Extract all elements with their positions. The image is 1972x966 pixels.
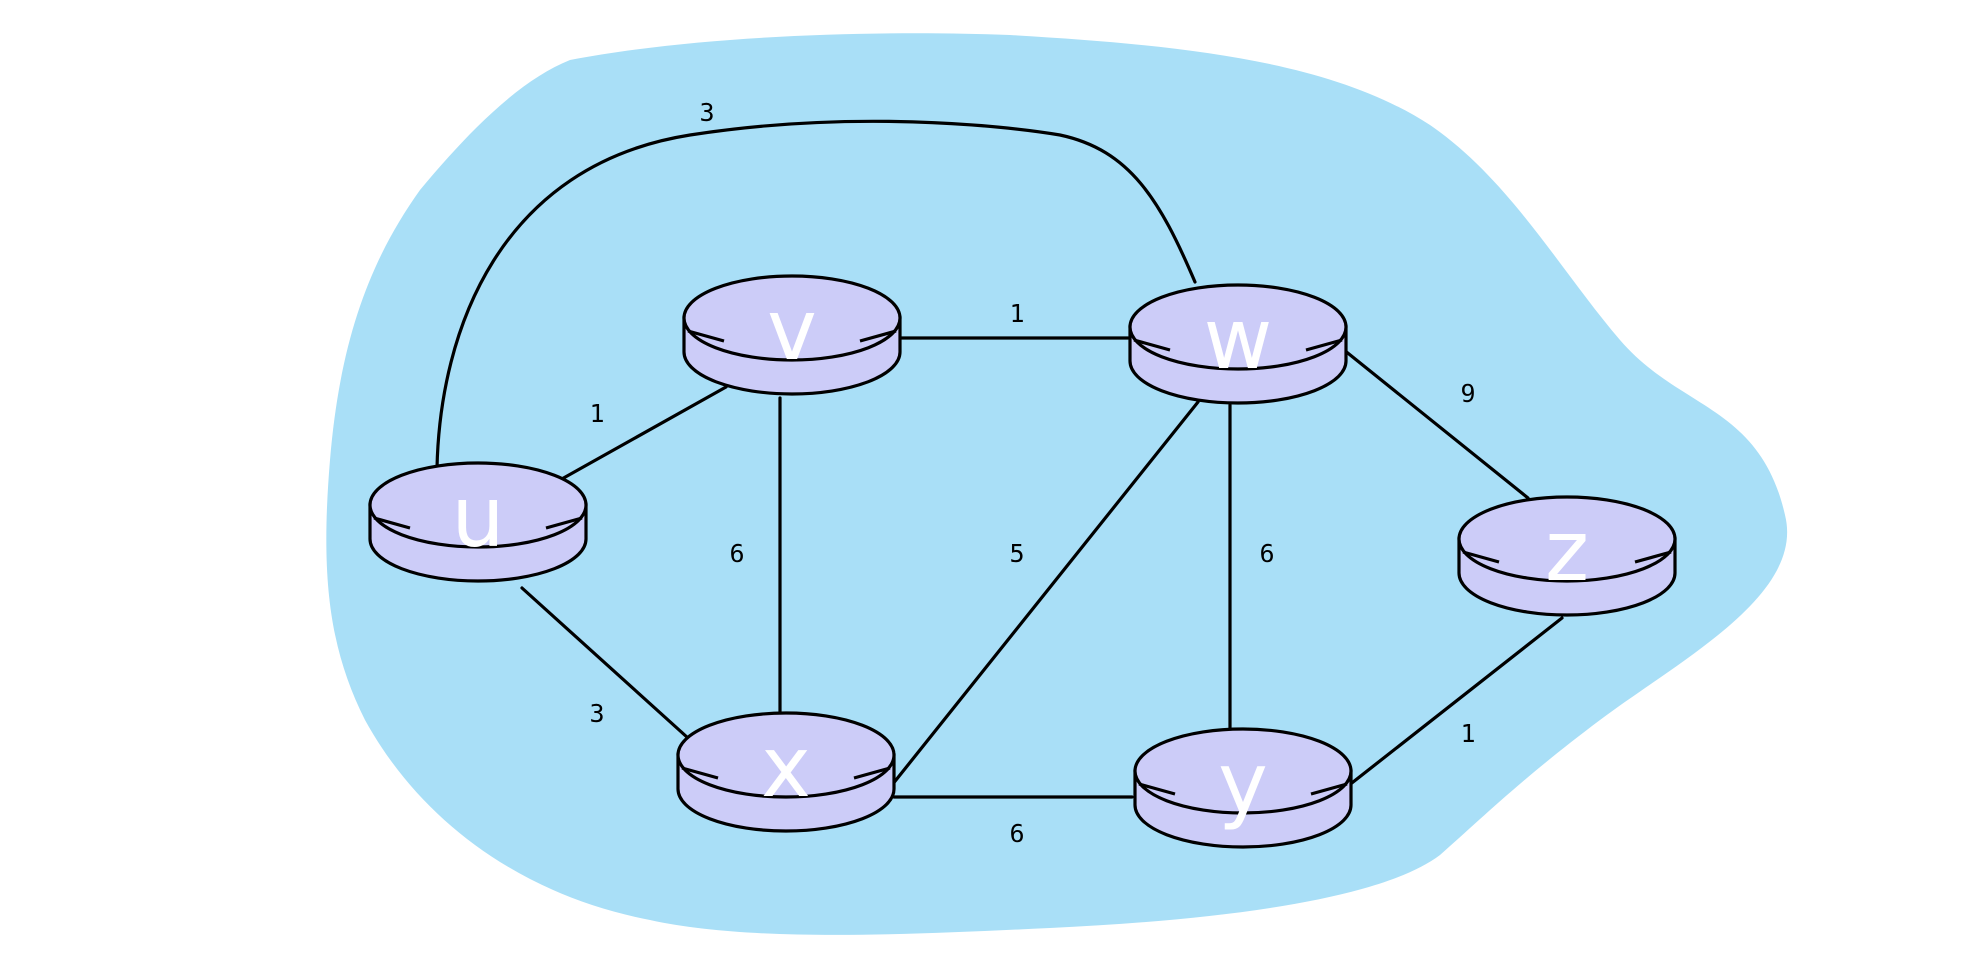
router-top-u <box>368 461 588 549</box>
link-cost-u-v: 1 <box>589 399 604 428</box>
link-u-w <box>435 119 1197 470</box>
router-y: y <box>1133 727 1353 849</box>
link-cost-y-z: 1 <box>1460 719 1475 748</box>
router-label-w: w <box>1204 290 1273 388</box>
link-cost-x-y: 6 <box>1009 819 1024 848</box>
link-x-w <box>890 400 1200 787</box>
router-top-x <box>676 711 896 799</box>
link-y-z <box>1346 616 1564 788</box>
router-label-v: v <box>767 281 817 379</box>
router-top-y <box>1133 727 1353 815</box>
router-u: u <box>368 461 588 583</box>
router-notch-left <box>1138 782 1176 796</box>
router-notch-left <box>687 329 725 343</box>
router-notch-right <box>545 516 583 530</box>
link-cost-v-w: 1 <box>1009 299 1024 328</box>
router-notch-right <box>1305 338 1343 352</box>
link-w-z <box>1342 348 1530 500</box>
router-label-x: x <box>761 718 811 816</box>
link-cost-x-w: 5 <box>1009 539 1024 568</box>
router-x: x <box>676 711 896 833</box>
link-cost-w-y: 6 <box>1259 539 1274 568</box>
router-v: v <box>682 274 902 396</box>
router-notch-left <box>1133 338 1171 352</box>
link-cost-u-x: 3 <box>589 699 604 728</box>
router-top-z <box>1457 495 1677 583</box>
router-notch-left <box>681 766 719 780</box>
router-notch-left <box>1462 550 1500 564</box>
router-label-u: u <box>451 468 504 566</box>
link-cost-w-z: 9 <box>1460 379 1475 408</box>
routers: u v w x y z <box>368 274 1677 849</box>
router-top-w <box>1128 283 1348 371</box>
router-notch-left <box>373 516 411 530</box>
link-u-x <box>520 586 690 740</box>
router-z: z <box>1457 495 1677 617</box>
link-cost-u-w: 3 <box>699 98 714 127</box>
router-w: w <box>1128 283 1348 405</box>
router-notch-right <box>1310 782 1348 796</box>
router-notch-right <box>1634 550 1672 564</box>
link-cost-v-x: 6 <box>729 539 744 568</box>
network-cloud <box>326 33 1788 935</box>
router-top-v <box>682 274 902 362</box>
link-u-v <box>558 385 728 482</box>
router-notch-right <box>853 766 891 780</box>
router-label-z: z <box>1545 502 1589 600</box>
router-notch-right <box>859 329 897 343</box>
router-label-y: y <box>1218 734 1268 832</box>
